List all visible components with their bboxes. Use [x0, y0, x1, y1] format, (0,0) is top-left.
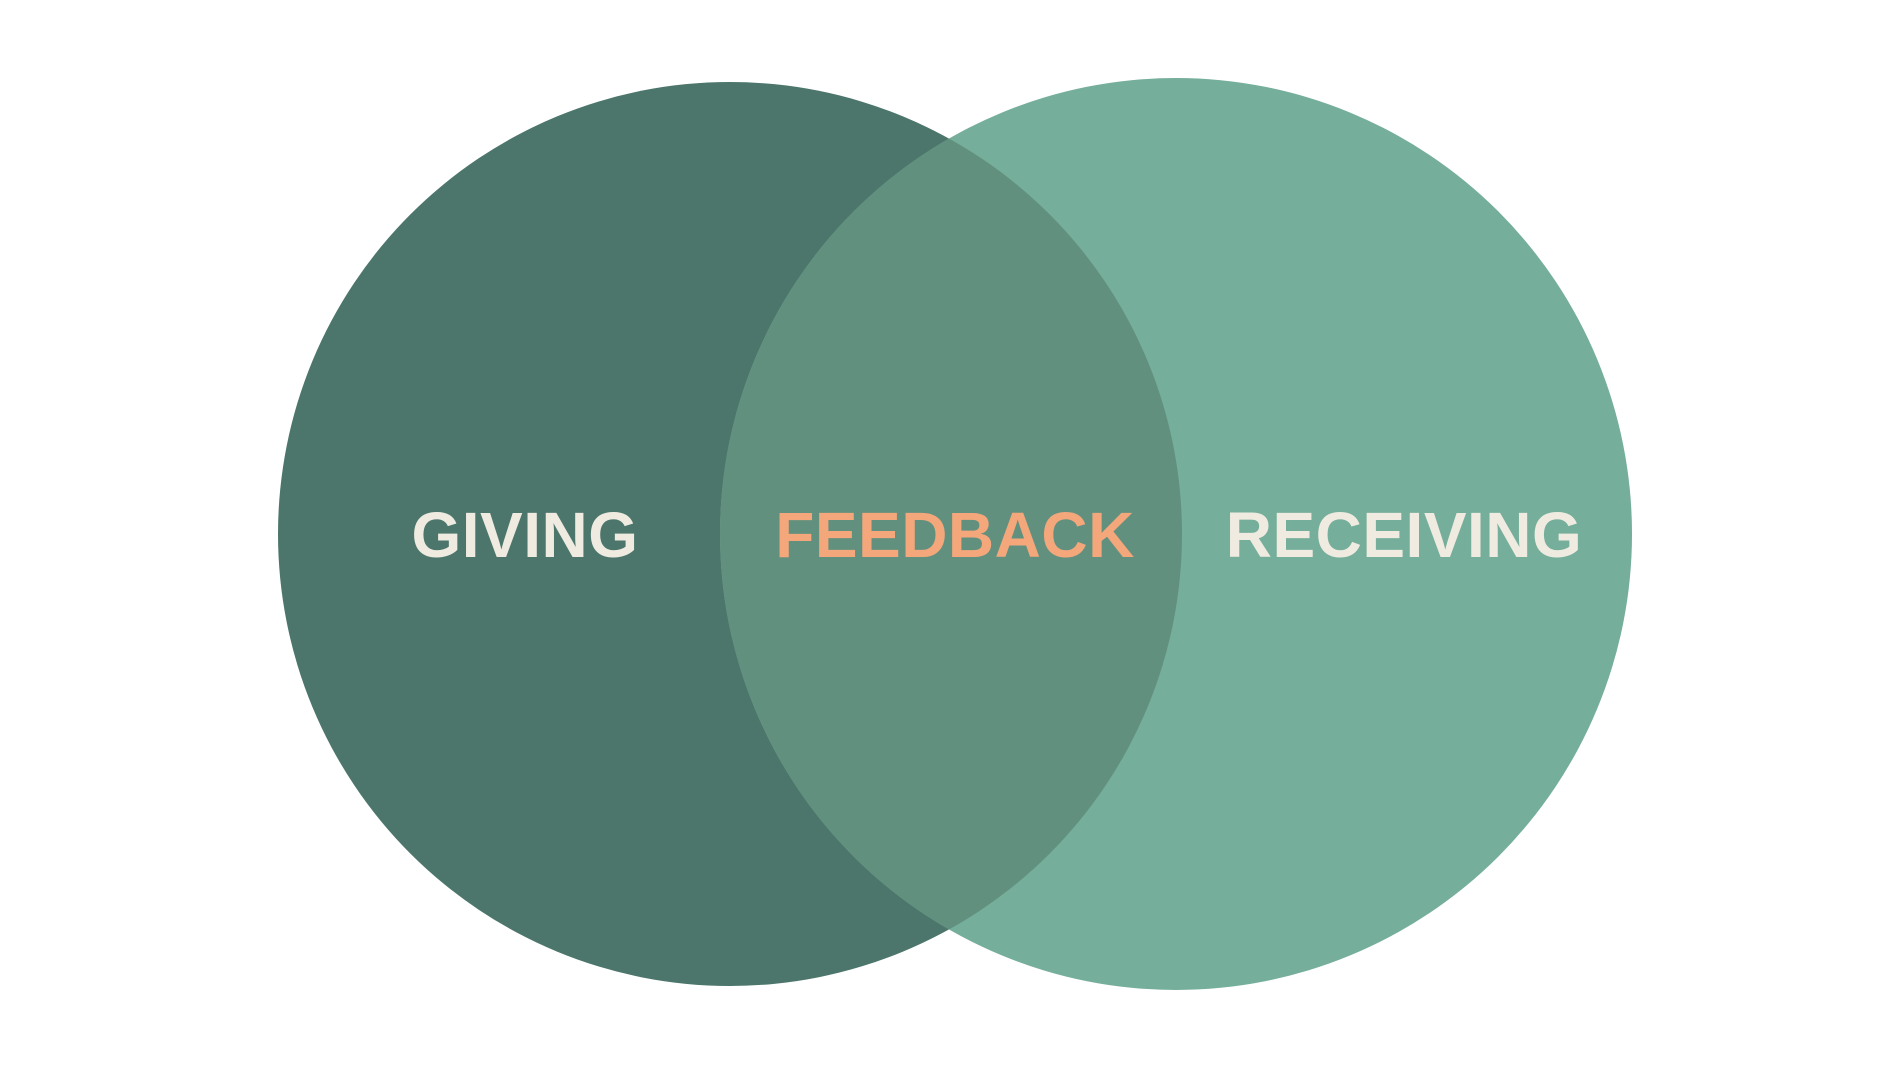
feedback-intersection: [720, 82, 1182, 986]
feedback-label: FEEDBACK: [775, 499, 1135, 571]
giving-label: GIVING: [411, 499, 638, 571]
receiving-label: RECEIVING: [1226, 499, 1583, 571]
